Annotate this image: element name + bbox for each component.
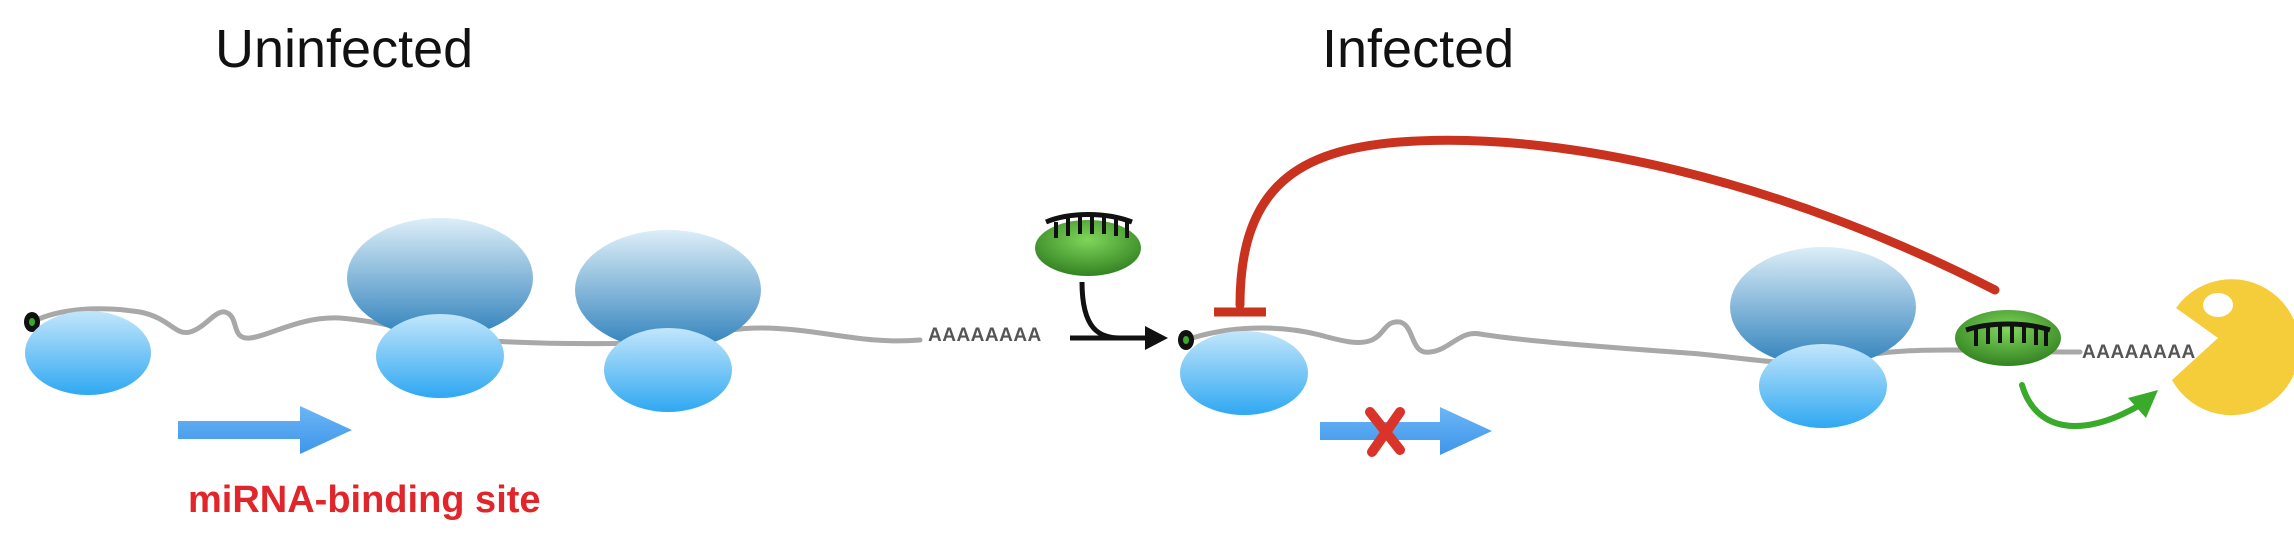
ribosome-uninfected-2 [347,218,533,398]
mirna-binding-site-label: miRNA-binding site [188,479,541,521]
binding-arrow-head [1145,326,1168,350]
ribosome-infected-2 [1730,247,1916,428]
mirna-complex-icon [1955,310,2061,366]
ribosome-uninfected-3 [575,230,761,412]
polya-tail-infected: AAAAAAAA [2082,342,2196,363]
mirna-binding-step [1035,212,1168,350]
repression-arc [1235,135,2000,310]
uninfected-panel: Uninfected AAAAAAAA miRNA-binding site [24,19,1042,521]
polya-tail-uninfected: AAAAAAAA [928,325,1042,346]
infected-panel: Infected [1178,19,2294,457]
mrna-strand-infected [1183,319,2083,366]
degradation-arrow [2019,382,2143,429]
cap-icon [1178,330,1194,350]
infected-title: Infected [1322,19,1514,79]
uninfected-title: Uninfected [215,19,473,79]
cap-icon [24,312,40,332]
red-x-icon [1365,407,1405,457]
ribosome-infected-1 [1180,331,1308,415]
mirna-complex-icon [1035,212,1141,276]
binding-arrow [1079,281,1150,341]
exonuclease-pacman-icon [2172,279,2294,416]
translation-arrow-infected [1320,407,1492,455]
degradation-arrow-head [2128,390,2158,418]
ribosome-uninfected-1 [25,311,151,395]
translation-arrow-uninfected [178,406,352,454]
